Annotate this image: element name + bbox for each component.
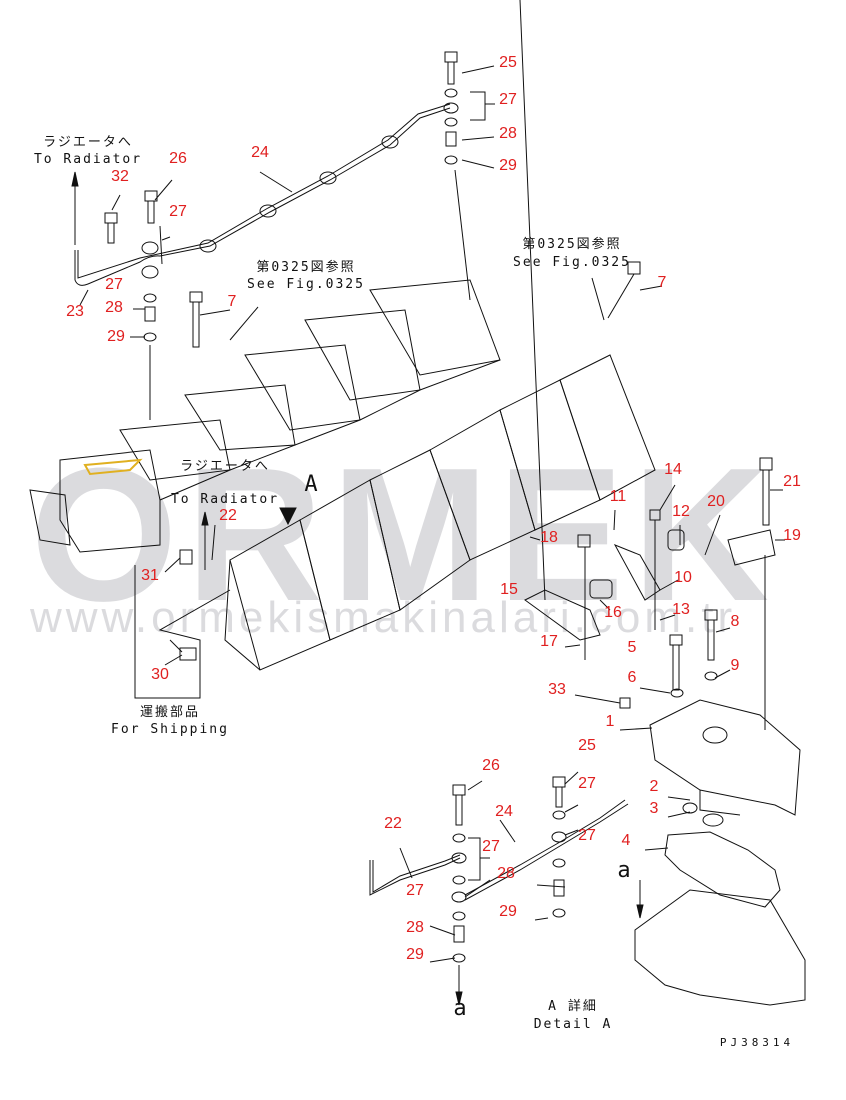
callout-number: 29	[499, 903, 517, 920]
callout-number: 29	[499, 157, 517, 174]
callout-number: 12	[672, 503, 690, 520]
callout-number: 28	[406, 919, 424, 936]
callout-number: 29	[406, 946, 424, 963]
callout-number: 22	[219, 507, 237, 524]
callout-number: 7	[227, 293, 237, 310]
callout-number: 28	[497, 865, 515, 882]
callout-number: 13	[672, 601, 690, 618]
callout-number: 6	[627, 669, 637, 686]
see-fig-en-label-2: See Fig.0325	[513, 255, 631, 270]
see-fig-jp-label: 第0325図参照	[256, 260, 356, 275]
callout-number: 27	[578, 775, 596, 792]
callout-number: 3	[649, 800, 659, 817]
callout-number: 22	[384, 815, 402, 832]
callout-number: 27	[169, 203, 187, 220]
callout-number: 21	[783, 473, 801, 490]
rocker-housing	[649, 699, 801, 816]
arrow-a-label-1: a	[617, 858, 631, 883]
callout-number: 30	[151, 666, 169, 683]
callout-number: 1	[605, 713, 615, 730]
callout-number: 2	[649, 778, 659, 795]
to-radiator-jp-label: ラジエータへ	[43, 135, 133, 150]
bolts-top	[104, 51, 641, 348]
callout-number: 24	[251, 144, 269, 161]
cylinder-block-detail	[634, 889, 806, 1006]
callout-number: 28	[499, 125, 517, 142]
fuel-tube-upper-2	[77, 103, 451, 279]
callout-number: 15	[500, 581, 518, 598]
detail-a-en-label: Detail A	[533, 1017, 613, 1032]
callout-number: 27	[105, 276, 123, 293]
callout-number: 26	[482, 757, 500, 774]
to-radiator-en-label-2: To Radiator	[170, 492, 280, 507]
callout-number: 28	[105, 299, 123, 316]
view-a-label: A	[304, 472, 318, 497]
to-radiator-jp-label-2: ラジエータへ	[180, 459, 270, 474]
callout-number: 27	[499, 91, 517, 108]
fuel-tube-upper	[74, 107, 451, 286]
callout-number: 18	[540, 529, 558, 546]
callout-number: 33	[548, 681, 566, 698]
cylinder-heads-upper	[29, 279, 501, 553]
see-fig-jp-label-2: 第0325図参照	[522, 237, 622, 252]
shipping-bracket	[134, 565, 231, 699]
detail-a-tubes	[369, 776, 629, 1006]
callout-number: 8	[730, 613, 740, 630]
arrow-a-label-2: a	[453, 996, 467, 1021]
callout-number: 31	[141, 567, 159, 584]
callout-number: 29	[107, 328, 125, 345]
shipping-jp-label: 運搬部品	[139, 705, 201, 720]
callout-number: 23	[66, 303, 84, 320]
callout-number: 27	[482, 838, 500, 855]
callout-number: 9	[730, 657, 740, 674]
callout-number: 10	[674, 569, 692, 586]
callout-number: 27	[578, 827, 596, 844]
to-radiator-en-label: To Radiator	[33, 152, 143, 167]
view-a-arrow	[279, 507, 297, 526]
see-fig-en-label: See Fig.0325	[247, 277, 365, 292]
callout-number: 20	[707, 493, 725, 510]
callout-number: 25	[578, 737, 596, 754]
callout-number: 14	[664, 461, 682, 478]
callout-number: 26	[169, 150, 187, 167]
callout-number: 19	[783, 527, 801, 544]
banjo-fittings	[141, 102, 459, 279]
rocker-parts	[524, 457, 776, 730]
cylinder-heads-lower	[224, 354, 656, 671]
callout-number: 27	[406, 882, 424, 899]
callout-number: 11	[609, 488, 627, 505]
callout-number: 32	[111, 168, 129, 185]
callout-number: 24	[495, 803, 513, 820]
gasket	[664, 831, 781, 908]
detail-a-jp-label: A 詳細	[548, 999, 598, 1014]
diagram-code: PJ38314	[719, 1036, 795, 1049]
callout-number: 4	[621, 832, 631, 849]
callout-number: 16	[604, 604, 622, 621]
callout-number: 5	[627, 639, 637, 656]
leader-lines	[79, 0, 785, 963]
callout-number: 7	[657, 274, 667, 291]
callout-number: 17	[540, 633, 558, 650]
callout-number: 25	[499, 54, 517, 71]
shipping-en-label: For Shipping	[111, 722, 229, 737]
